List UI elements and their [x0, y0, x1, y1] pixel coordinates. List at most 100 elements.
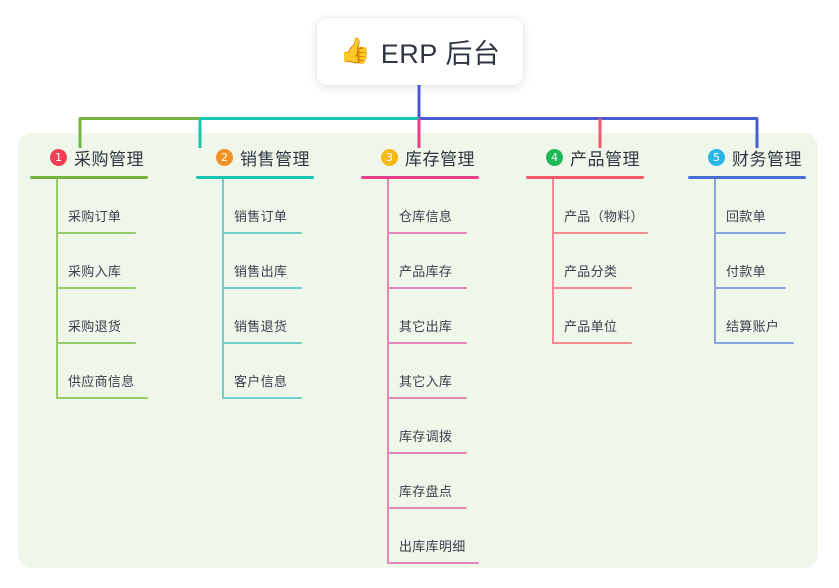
list-item-label: 供应商信息 — [68, 374, 135, 389]
thumbs-up-icon: 👍 — [339, 37, 371, 65]
list-item-rule — [552, 232, 648, 234]
list-item-label: 采购入库 — [68, 264, 122, 279]
column-3: 3 库存管理仓库信息产品库存其它出库其它入库库存调拨库存盘点出库库明细 — [361, 146, 479, 564]
list-item-rule — [714, 287, 786, 289]
list-item[interactable]: 供应商信息 — [30, 344, 148, 399]
list-item[interactable]: 产品分类 — [526, 234, 644, 289]
column-header-4[interactable]: 4 产品管理 — [526, 146, 644, 169]
column-badge-2: 2 — [216, 148, 233, 166]
list-item-rule — [714, 232, 786, 234]
list-item-label: 出库库明细 — [399, 539, 466, 554]
column-items-1: 采购订单采购入库采购退货供应商信息 — [30, 179, 148, 399]
column-rule-1 — [30, 176, 148, 179]
column-spine-4 — [552, 179, 554, 344]
list-item-label: 产品分类 — [564, 264, 618, 279]
list-item-rule — [56, 397, 148, 399]
list-item[interactable]: 采购入库 — [30, 234, 148, 289]
list-item[interactable]: 付款单 — [688, 234, 806, 289]
list-item-label: 产品库存 — [399, 264, 453, 279]
list-item[interactable]: 产品（物料） — [526, 179, 648, 234]
list-item-label: 其它入库 — [399, 374, 453, 389]
list-item-label: 付款单 — [726, 264, 766, 279]
column-items-4: 产品（物料） 产品分类产品单位 — [526, 179, 648, 344]
list-item[interactable]: 仓库信息 — [361, 179, 479, 234]
list-item-rule — [56, 232, 136, 234]
column-title-2: 销售管理 — [240, 149, 310, 169]
list-item-rule — [56, 287, 136, 289]
column-spine-3 — [387, 179, 389, 564]
list-item-label: 销售订单 — [234, 209, 288, 224]
list-item-rule — [387, 232, 467, 234]
column-header-1[interactable]: 1 采购管理 — [30, 146, 148, 169]
list-item-rule — [56, 342, 136, 344]
list-item[interactable]: 出库库明细 — [361, 509, 479, 564]
list-item[interactable]: 库存调拨 — [361, 399, 479, 454]
column-badge-4: 4 — [546, 148, 563, 166]
column-4: 4 产品管理产品（物料） 产品分类产品单位 — [526, 146, 648, 344]
list-item-label: 产品（物料） — [564, 209, 644, 224]
list-item[interactable]: 产品库存 — [361, 234, 479, 289]
list-item-rule — [552, 287, 632, 289]
list-item-label: 客户信息 — [234, 374, 288, 389]
list-item-rule — [387, 287, 467, 289]
list-item-rule — [222, 232, 302, 234]
list-item-rule — [552, 342, 632, 344]
list-item-label: 其它出库 — [399, 319, 453, 334]
column-badge-3: 3 — [381, 148, 398, 166]
column-title-5: 财务管理 — [732, 149, 802, 169]
column-header-2[interactable]: 2 销售管理 — [196, 146, 314, 169]
list-item-label: 采购退货 — [68, 319, 122, 334]
list-item-label: 回款单 — [726, 209, 766, 224]
list-item-label: 仓库信息 — [399, 209, 453, 224]
list-item-label: 库存盘点 — [399, 484, 453, 499]
list-item-label: 产品单位 — [564, 319, 618, 334]
column-rule-5 — [688, 176, 806, 179]
list-item[interactable]: 库存盘点 — [361, 454, 479, 509]
column-1: 1 采购管理采购订单采购入库采购退货供应商信息 — [30, 146, 148, 399]
list-item[interactable]: 其它出库 — [361, 289, 479, 344]
column-items-2: 销售订单销售出库销售退货客户信息 — [196, 179, 314, 399]
list-item-label: 采购订单 — [68, 209, 122, 224]
column-items-3: 仓库信息产品库存其它出库其它入库库存调拨库存盘点出库库明细 — [361, 179, 479, 564]
list-item[interactable]: 销售订单 — [196, 179, 314, 234]
root-title-card[interactable]: 👍 ERP 后台 — [317, 18, 523, 85]
list-item[interactable]: 结算账户 — [688, 289, 806, 344]
column-5: 5 财务管理回款单付款单结算账户 — [688, 146, 806, 344]
page-title: ERP 后台 — [380, 39, 501, 69]
list-item[interactable]: 采购退货 — [30, 289, 148, 344]
column-title-4: 产品管理 — [570, 149, 640, 169]
column-header-3[interactable]: 3 库存管理 — [361, 146, 479, 169]
column-spine-5 — [714, 179, 716, 344]
list-item-rule — [222, 287, 302, 289]
list-item-rule — [387, 507, 467, 509]
list-item-label: 销售退货 — [234, 319, 288, 334]
column-spine-1 — [56, 179, 58, 399]
list-item[interactable]: 销售退货 — [196, 289, 314, 344]
column-title-1: 采购管理 — [74, 149, 144, 169]
column-items-5: 回款单付款单结算账户 — [688, 179, 806, 344]
diagram-board — [18, 133, 818, 568]
column-rule-2 — [196, 176, 314, 179]
list-item-rule — [222, 342, 302, 344]
list-item[interactable]: 采购订单 — [30, 179, 148, 234]
list-item-rule — [387, 452, 467, 454]
column-header-5[interactable]: 5 财务管理 — [688, 146, 806, 169]
column-badge-5: 5 — [708, 148, 725, 166]
list-item[interactable]: 客户信息 — [196, 344, 314, 399]
list-item-label: 结算账户 — [726, 319, 780, 334]
list-item-rule — [387, 562, 479, 564]
column-badge-1: 1 — [50, 148, 67, 166]
list-item-rule — [222, 397, 302, 399]
column-rule-3 — [361, 176, 479, 179]
list-item[interactable]: 其它入库 — [361, 344, 479, 399]
list-item-rule — [387, 397, 467, 399]
list-item-rule — [387, 342, 467, 344]
column-rule-4 — [526, 176, 644, 179]
column-2: 2 销售管理销售订单销售出库销售退货客户信息 — [196, 146, 314, 399]
list-item[interactable]: 销售出库 — [196, 234, 314, 289]
column-title-3: 库存管理 — [405, 149, 475, 169]
list-item[interactable]: 产品单位 — [526, 289, 644, 344]
column-spine-2 — [222, 179, 224, 399]
list-item[interactable]: 回款单 — [688, 179, 806, 234]
list-item-label: 销售出库 — [234, 264, 288, 279]
